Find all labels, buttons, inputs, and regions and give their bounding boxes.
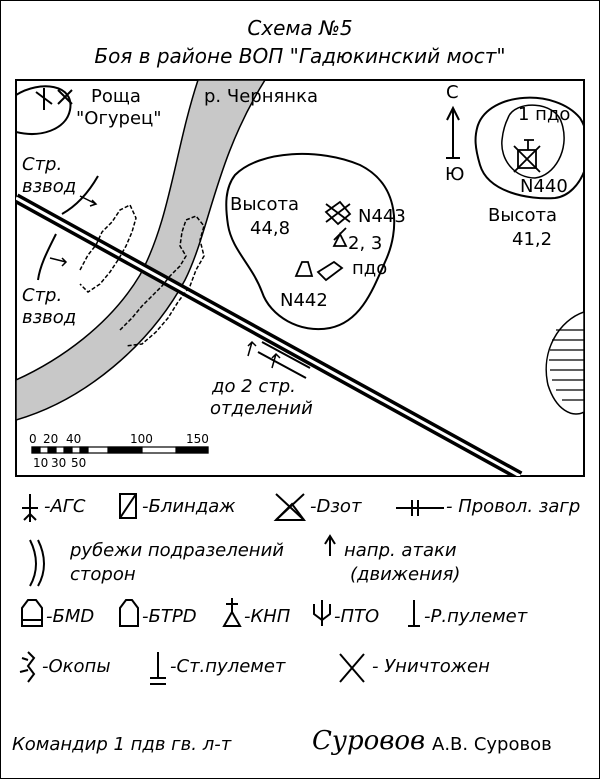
commander-name: А.В. Суровов [432, 734, 552, 755]
legend-wire-label: - Провол. загр [446, 496, 581, 517]
legend-pto-label: -ПТО [334, 606, 380, 627]
legend-lines-label-1: рубежи подразелений [70, 540, 284, 561]
scale-tick-50: 50 [71, 456, 87, 470]
n442-label: N442 [280, 290, 328, 311]
n443-label: N443 [358, 206, 406, 227]
trenches-legend-icon [19, 651, 36, 683]
legend-knp-label: -КНП [244, 606, 291, 627]
platoon-top-label-1: Стр. [22, 154, 63, 175]
platoon-bottom-arrow [49, 257, 68, 267]
pdo-2-3-label-2: пдо [352, 258, 388, 279]
river [16, 80, 266, 421]
dzot-n443-icon [324, 200, 352, 226]
scale-bar [31, 446, 209, 454]
platoon-bottom-line [37, 233, 57, 281]
bridge [257, 341, 311, 379]
height-44-8-label-1: Высота [230, 194, 299, 215]
trench-line-2 [119, 215, 205, 347]
compass-south-label: Ю [445, 164, 465, 185]
attack-arrows [247, 340, 281, 369]
grove-label-2: "Огурец" [76, 108, 162, 129]
platoon-top-label-2: взвод [22, 176, 77, 197]
grove-label-1: Роща [91, 86, 141, 107]
height-41-2-inner [501, 104, 565, 179]
mg-hand-legend-icon [408, 600, 420, 627]
scale-tick-30: 30 [51, 456, 67, 470]
mg-heavy-legend-icon [150, 652, 166, 685]
legend-destroyed-label: - Уничтожен [372, 656, 490, 677]
height-41-2-outer [474, 96, 584, 200]
scale-tick-10: 10 [33, 456, 49, 470]
scale-tick-0: 0 [29, 432, 37, 446]
pto-icon [332, 227, 348, 247]
platoon-bottom-label-1: Стр. [22, 285, 63, 306]
legend-attack-label-2: (движения) [350, 564, 461, 585]
scale-tick-40: 40 [66, 432, 82, 446]
height-41-2-label-2: 41,2 [512, 229, 553, 250]
compass-north-label: С [446, 82, 459, 103]
legend-attack-label-1: напр. атаки [344, 540, 457, 561]
legend-icons [19, 493, 444, 685]
height-41-2-label-1: Высота [488, 205, 557, 226]
commander-label: Командир 1 пдв гв. л-т [12, 734, 232, 755]
dzot-legend-icon [273, 493, 306, 521]
compass-arrow [446, 105, 460, 159]
pdo-1-label: 1 пдо [518, 104, 571, 125]
destroyed-legend-icon [339, 653, 365, 683]
bmd-n442-icons [294, 260, 344, 282]
pto-legend-icon [313, 600, 331, 626]
legend-blindage-label: -Блиндаж [142, 496, 236, 517]
height-44-8-contour [225, 152, 396, 331]
height-44-8-label-2: 44,8 [250, 218, 291, 239]
scale-tick-20: 20 [43, 432, 59, 446]
legend-lines-label-2: сторон [70, 564, 136, 585]
legend-ags-label: -АГС [44, 496, 86, 517]
trench-line-1 [79, 203, 137, 293]
n440-label: N440 [520, 176, 568, 197]
pdo-2-3-label-1: 2, 3 [348, 233, 383, 254]
platoon-bottom-label-2: взвод [22, 307, 77, 328]
squads-label-2: отделений [210, 398, 313, 419]
platoon-top-arrow [79, 195, 98, 207]
btrd-legend-icon [119, 599, 139, 627]
wire-legend-icon [396, 500, 444, 516]
legend-dzot-label: -Dзот [310, 496, 362, 517]
scale-tick-150: 150 [186, 432, 209, 446]
diagram-title: Схема №5 [247, 16, 353, 40]
blindage-legend-icon [119, 493, 137, 519]
legend-trenches-label: -Окопы [42, 656, 111, 677]
dzot-n440-icon [513, 139, 541, 173]
grove-ags-icon [35, 88, 73, 110]
lines-legend-icon [29, 539, 45, 587]
scale-tick-100: 100 [130, 432, 153, 446]
bmd-legend-icon [21, 599, 43, 627]
river-label: р. Чернянка [204, 86, 318, 107]
ags-legend-icon [22, 494, 38, 522]
legend-mg-hand-label: -Р.пулемет [424, 606, 528, 627]
legend-bmd-label: -БМD [46, 606, 95, 627]
attack-legend-icon [324, 534, 336, 556]
commander-signature: Суровов [312, 726, 426, 756]
knp-legend-icon [222, 598, 242, 627]
hatched-hill [545, 311, 584, 415]
legend-mg-heavy-label: -Ст.пулемет [170, 656, 286, 677]
battle-map [15, 79, 585, 477]
squads-label-1: до 2 стр. [212, 376, 296, 397]
grove-outline [16, 85, 72, 135]
diagram-subtitle: Боя в районе ВОП "Гадюкинский мост" [94, 44, 506, 68]
legend-btrd-label: -БТРD [142, 606, 197, 627]
